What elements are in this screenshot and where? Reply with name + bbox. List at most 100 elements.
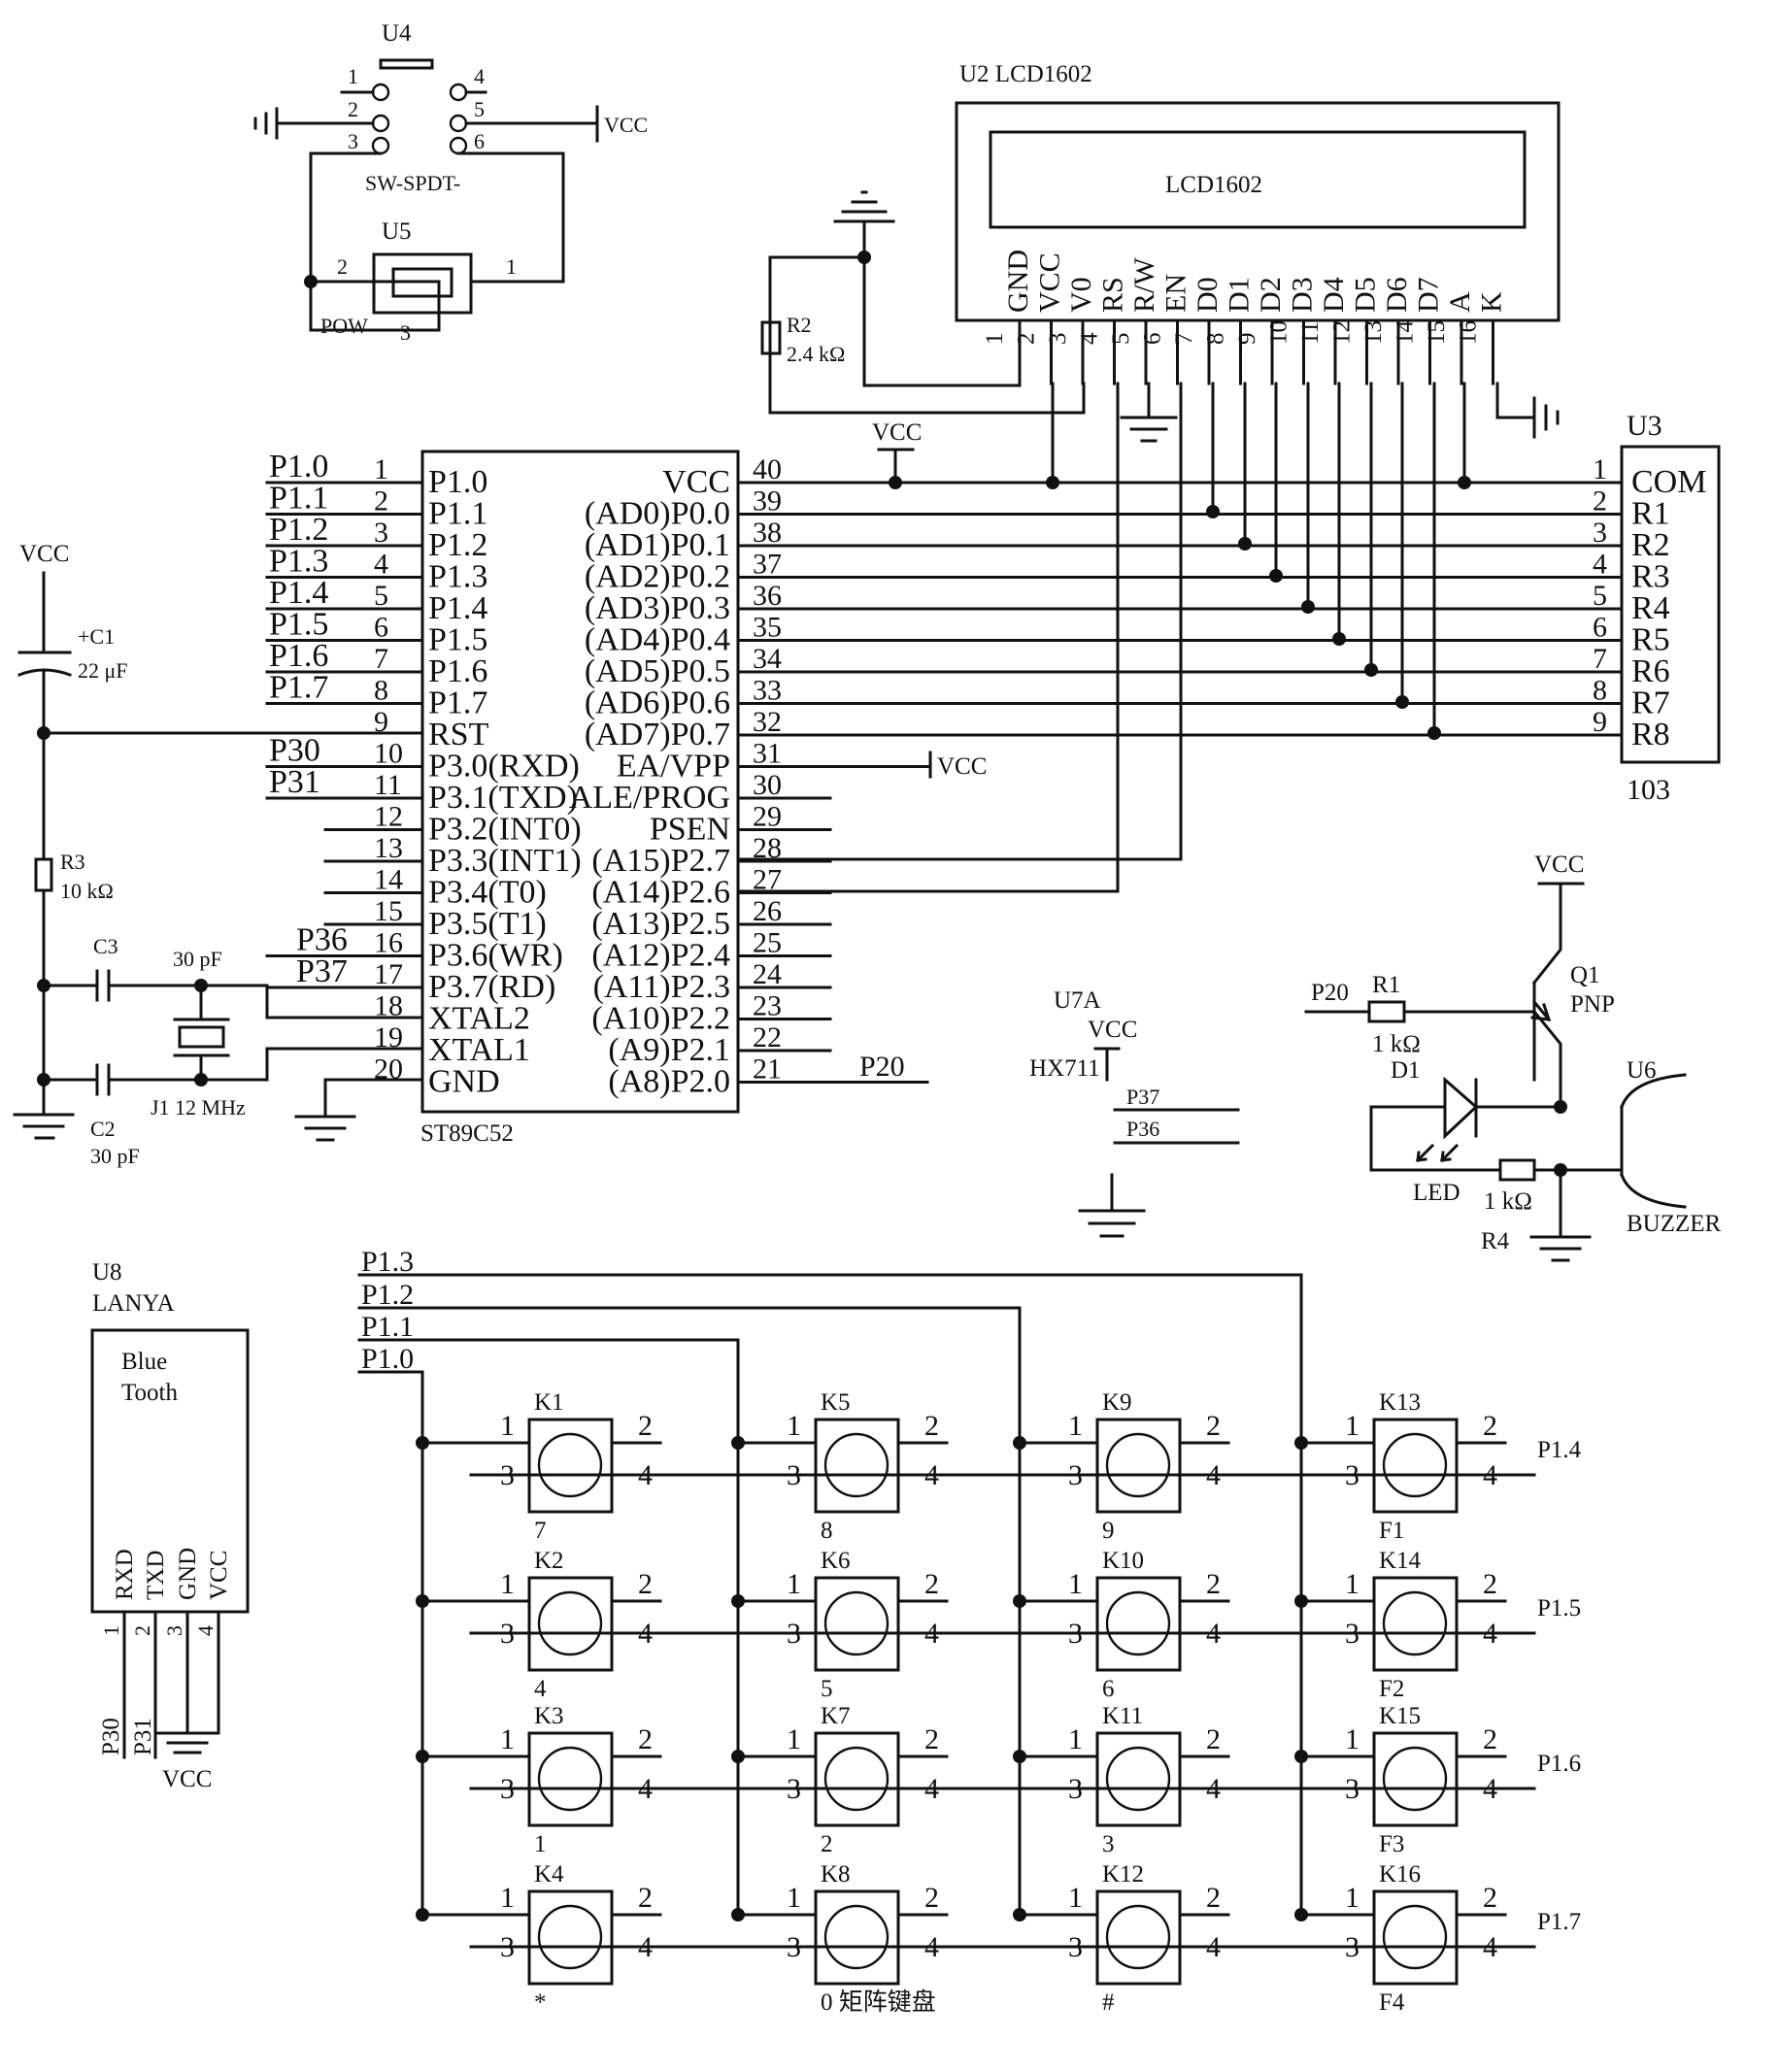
mcu-left-num-5: 5 — [374, 580, 388, 612]
r2-value: 2.4 kΩ — [787, 342, 845, 366]
vcc-top-label: VCC — [872, 419, 922, 446]
u8-name: LANYA — [92, 1290, 175, 1317]
key-label: 8 — [821, 1518, 833, 1544]
keypad-row-net-0: P1.3 — [361, 1246, 414, 1278]
u4-pin-5: 5 — [474, 97, 485, 121]
r3-value: 10 kΩ — [60, 879, 114, 903]
lcd-pin-name-2: VCC — [1034, 252, 1066, 313]
key-label: 4 — [534, 1676, 547, 1702]
u1-name: ST89C52 — [420, 1120, 514, 1147]
mcu-right-num-37: 37 — [753, 549, 782, 581]
u3-pin-name-4: R3 — [1631, 559, 1670, 595]
mcu-left-name-1: P1.0 — [428, 464, 487, 500]
buzzer-p20: P20 — [1311, 980, 1349, 1006]
mcu-net-8: P1.7 — [269, 670, 328, 706]
key-pin1: 1 — [500, 1882, 515, 1914]
key-pin2: 2 — [1206, 1723, 1221, 1755]
u5-pin-3: 3 — [400, 320, 411, 345]
mcu-net-17: P37 — [296, 953, 348, 989]
lcd-pin-num-11: 11 — [1297, 321, 1324, 345]
mcu-right-num-23: 23 — [753, 990, 782, 1022]
r4-value: 1 kΩ — [1484, 1188, 1532, 1215]
lcd-v0-network: R2 2.4 kΩ — [760, 190, 1086, 415]
lcd-pin-name-4: RS — [1097, 277, 1129, 313]
u3-pin-name-5: R4 — [1631, 590, 1670, 626]
key-label: F3 — [1379, 1831, 1404, 1857]
key-pin2: 2 — [924, 1723, 939, 1755]
mcu-left-num-7: 7 — [374, 643, 388, 675]
u3-pin-num-6: 6 — [1593, 612, 1607, 644]
key-ref: K16 — [1379, 1861, 1421, 1888]
lcd-bus-wiring — [736, 382, 1624, 893]
u8-pin-num-4: 4 — [193, 1625, 218, 1636]
key-pin2: 2 — [1483, 1882, 1497, 1914]
mcu-left-name-18: XTAL2 — [428, 1001, 530, 1037]
keypad-col-net-1: P1.5 — [1537, 1595, 1581, 1621]
lcd-pin-num-7: 7 — [1171, 333, 1197, 346]
mcu-right-name-32: (AD7)P0.7 — [585, 717, 730, 752]
key-pin1: 1 — [1345, 1723, 1359, 1755]
buzzer-circuit: VCC Q1 PNP P20 R1 1 kΩ D1 LED 1 kΩ R4 U6… — [1304, 852, 1722, 1262]
u2-ref: U2 LCD1602 — [959, 61, 1092, 87]
mcu-left-num-16: 16 — [374, 927, 403, 959]
lcd-pin-num-12: 12 — [1329, 320, 1356, 345]
mcu-right-num-36: 36 — [753, 580, 782, 612]
mcu-net-7: P1.6 — [269, 638, 328, 674]
u4-pin-4: 4 — [474, 64, 485, 88]
key-pin1: 1 — [1345, 1410, 1359, 1442]
u7a-name: HX711 — [1029, 1055, 1100, 1082]
lcd-pin-name-9: D2 — [1255, 277, 1287, 313]
lcd-pin-name-10: D3 — [1287, 277, 1319, 313]
mcu-left-name-20: GND — [428, 1064, 500, 1100]
lcd-pin-name-7: D0 — [1192, 277, 1224, 313]
mcu-right-num-26: 26 — [753, 895, 782, 927]
mcu-right-name-34: (AD5)P0.5 — [585, 653, 730, 689]
key-label: F1 — [1379, 1518, 1404, 1544]
mcu-right-name-36: (AD3)P0.3 — [585, 590, 730, 626]
reset-and-crystal: VCC +C1 22 μF R3 10 kΩ C3 30 pF C2 30 pF… — [13, 541, 424, 1168]
lcd-pin-name-3: V0 — [1065, 277, 1097, 313]
mcu-left-num-9: 9 — [374, 706, 388, 738]
key-pin2: 2 — [924, 1882, 939, 1914]
u8-ref: U8 — [92, 1259, 122, 1286]
u3-pin-num-5: 5 — [1593, 580, 1607, 612]
key-ref: K3 — [534, 1703, 564, 1729]
key-pin2: 2 — [638, 1882, 653, 1914]
u6-ref: U6 — [1627, 1057, 1657, 1084]
lcd-pin-num-14: 14 — [1393, 320, 1419, 346]
reset-vcc: VCC — [19, 541, 69, 567]
mcu-right-name-33: (AD6)P0.6 — [585, 685, 730, 721]
u3-pin-num-3: 3 — [1593, 517, 1607, 549]
mcu-right-name-28: (A15)P2.7 — [591, 843, 730, 879]
key-pin1: 1 — [500, 1723, 515, 1755]
mcu-net-5: P1.4 — [269, 575, 328, 611]
key-ref: K14 — [1379, 1548, 1422, 1574]
mcu-left-name-16: P3.6(WR) — [428, 938, 563, 974]
mcu-right-name-30: ALE/PROG — [569, 780, 730, 816]
mcu-net-2: P1.1 — [269, 481, 328, 517]
lcd-pin-num-5: 5 — [1108, 333, 1134, 346]
u8-pin-name-4: VCC — [206, 1551, 232, 1600]
mcu-left-name-15: P3.5(T1) — [428, 906, 547, 942]
r1-ref: R1 — [1372, 972, 1400, 998]
mcu-left-name-7: P1.6 — [428, 653, 487, 689]
key-pin2: 2 — [1206, 1410, 1221, 1442]
key-pin1: 1 — [1345, 1568, 1359, 1600]
key-label: 1 — [534, 1831, 547, 1857]
lcd-pin-num-16: 16 — [1456, 320, 1482, 345]
mcu-right-name-40: VCC — [662, 464, 730, 500]
key-pin2: 2 — [638, 1410, 653, 1442]
u8-vcc-label: VCC — [162, 1766, 212, 1792]
c3-ref: C3 — [93, 934, 118, 958]
key-label: F2 — [1379, 1676, 1404, 1702]
u3-ref: U3 — [1627, 410, 1662, 442]
u5-ref: U5 — [382, 218, 412, 245]
key-label: * — [534, 1989, 547, 2016]
u8-pin-name-3: GND — [175, 1548, 201, 1600]
